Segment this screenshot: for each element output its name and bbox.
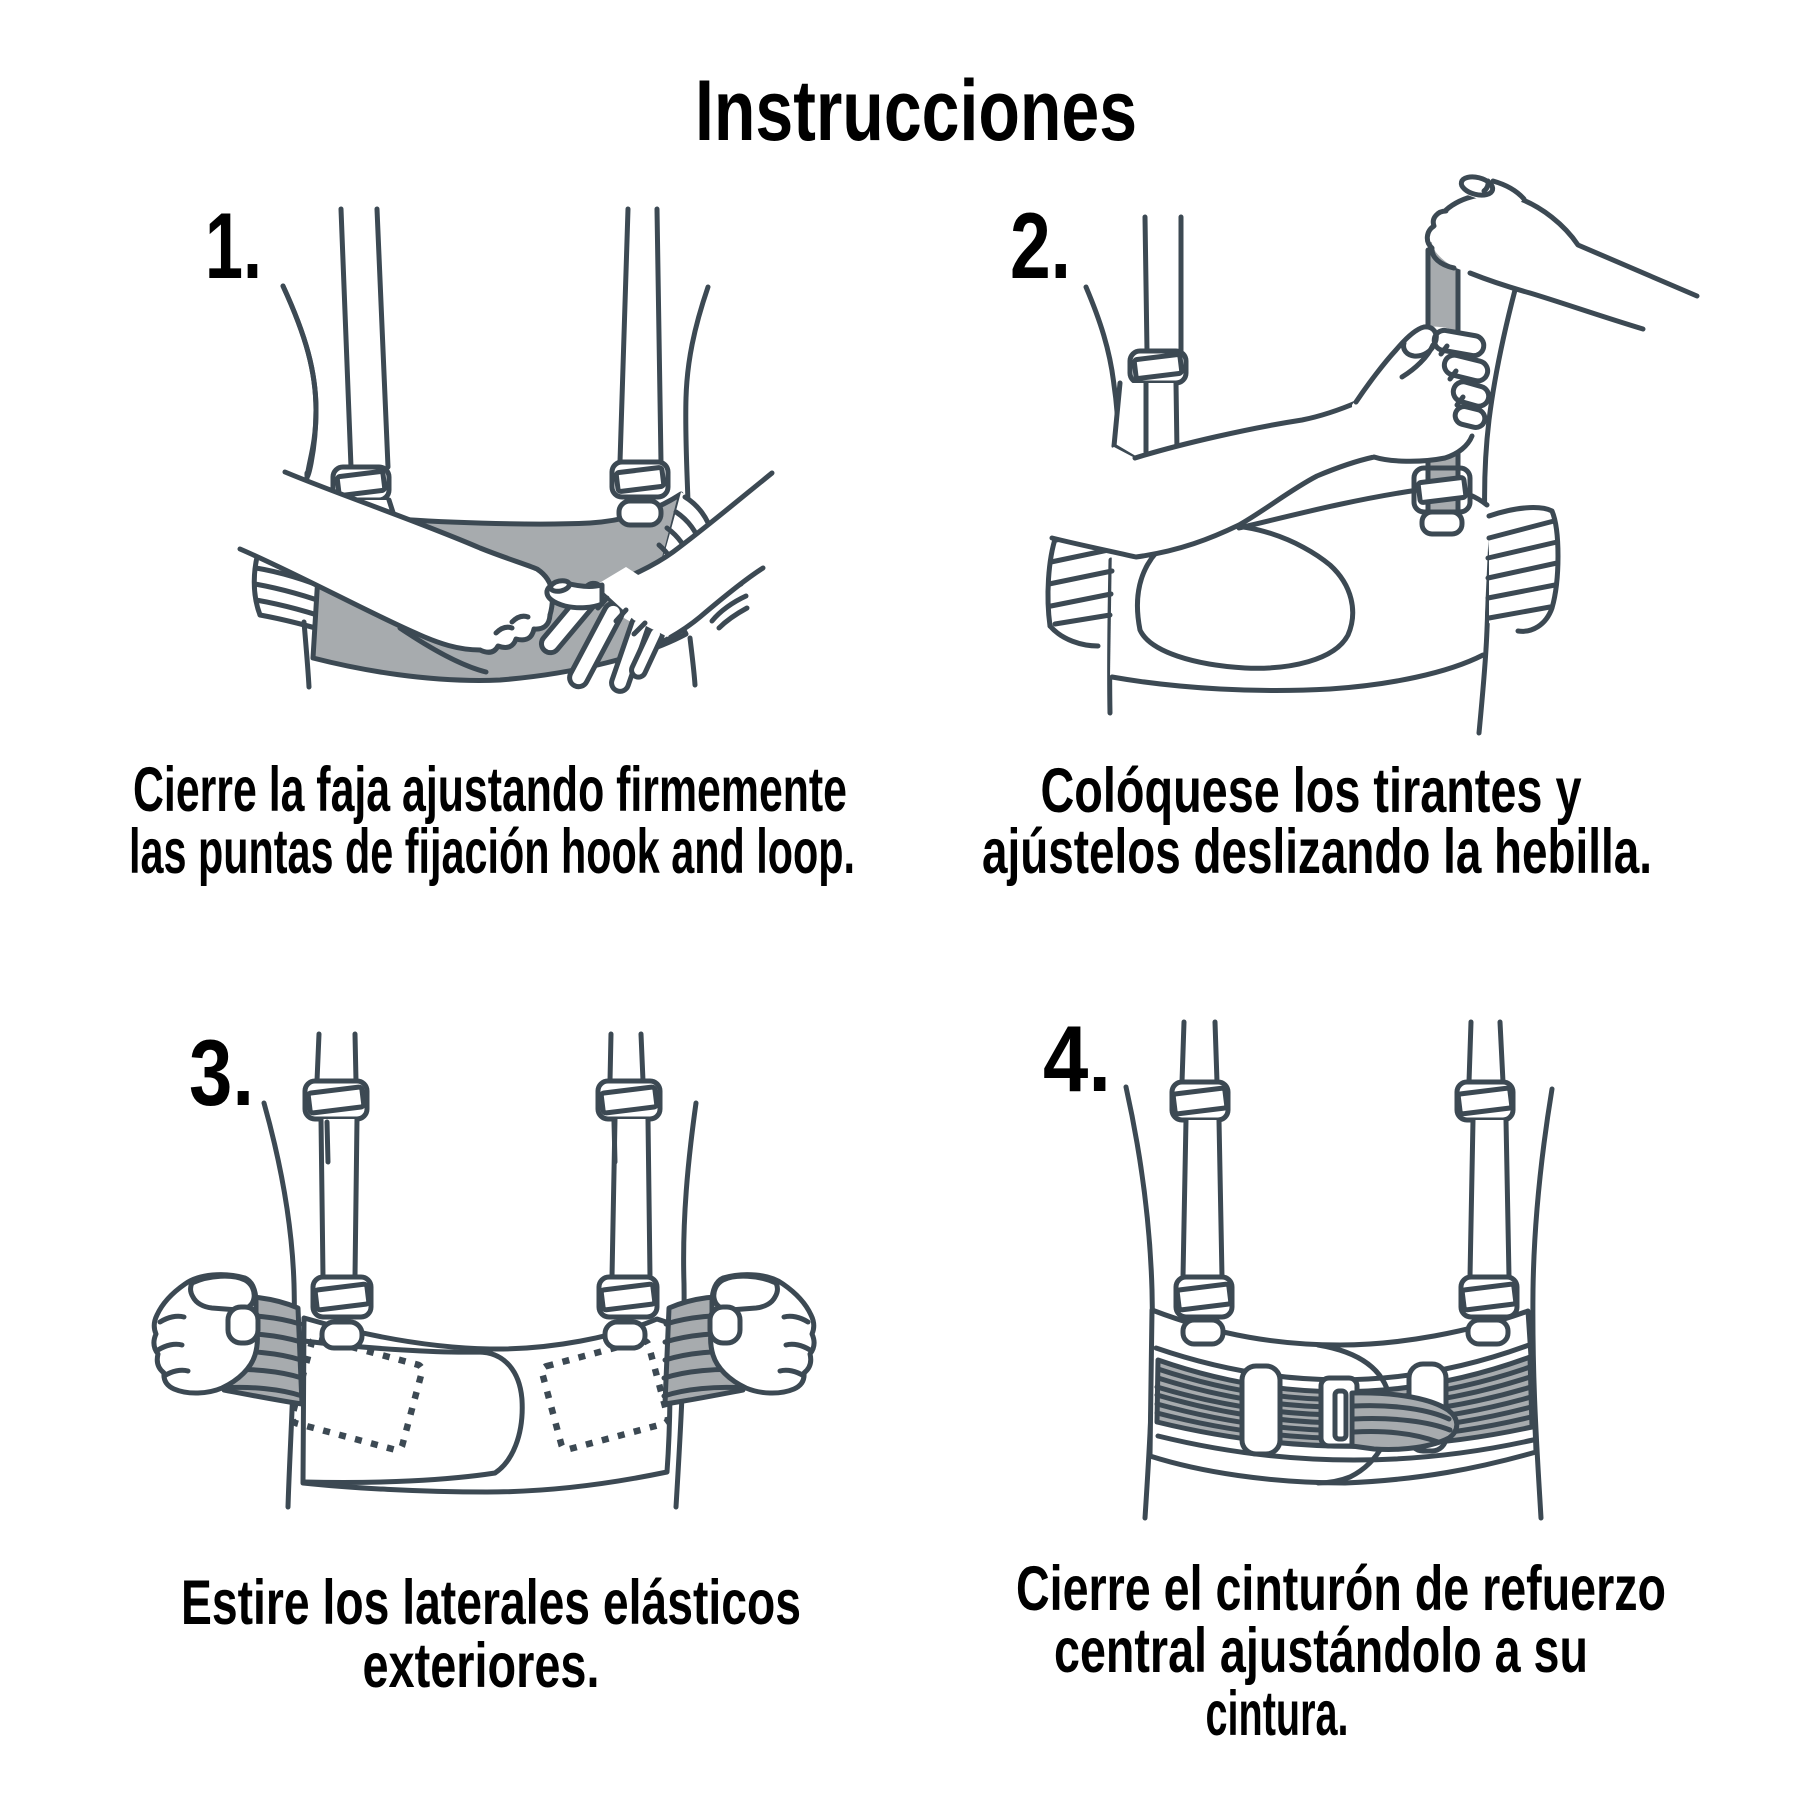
svg-text:las puntas de fijación hook an: las puntas de fijación hook and loop. xyxy=(129,817,855,887)
svg-text:Cierre el cinturón de refuerzo: Cierre el cinturón de refuerzo xyxy=(1016,1554,1666,1624)
svg-text:Cierre la faja ajustando firme: Cierre la faja ajustando firmemente xyxy=(133,755,847,825)
svg-text:Estire los laterales elásticos: Estire los laterales elásticos xyxy=(181,1568,801,1638)
svg-text:1.: 1. xyxy=(205,193,262,298)
svg-text:central ajustándolo a su: central ajustándolo a su xyxy=(1054,1616,1588,1686)
svg-text:ajústelos deslizando la hebill: ajústelos deslizando la hebilla. xyxy=(982,817,1652,887)
svg-text:4.: 4. xyxy=(1043,1006,1111,1111)
svg-text:Instrucciones: Instrucciones xyxy=(695,63,1137,159)
svg-text:exteriores.: exteriores. xyxy=(363,1631,600,1701)
svg-text:2.: 2. xyxy=(1010,193,1071,298)
svg-text:3.: 3. xyxy=(189,1020,254,1125)
svg-text:Colóquese los tirantes y: Colóquese los tirantes y xyxy=(1041,756,1582,826)
svg-text:cintura.: cintura. xyxy=(1206,1679,1349,1749)
